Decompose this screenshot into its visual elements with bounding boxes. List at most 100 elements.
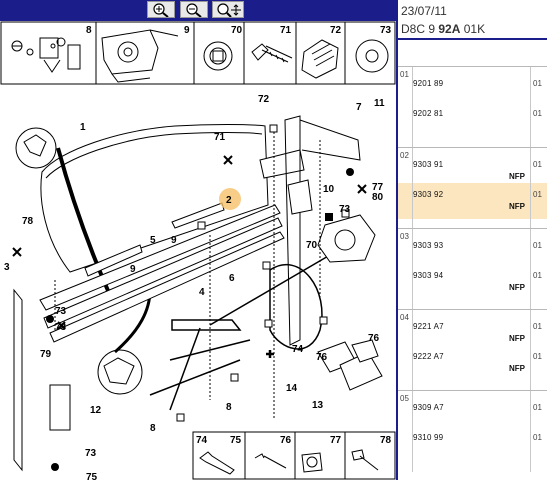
svg-text:77: 77 <box>330 435 342 446</box>
group-number: 01 <box>400 70 409 79</box>
callout-leaders <box>54 128 321 420</box>
part-70-thumbnail <box>203 41 233 71</box>
svg-text:76: 76 <box>368 333 380 344</box>
date-label: 23/07/11 <box>401 4 447 18</box>
svg-text:9: 9 <box>171 235 177 246</box>
zoom-out-button[interactable] <box>180 1 208 18</box>
svg-text:12: 12 <box>90 405 102 416</box>
top-parts-strip <box>0 21 396 85</box>
highlighted-row <box>398 183 547 219</box>
svg-text:8: 8 <box>150 423 156 434</box>
column-divider <box>530 391 531 472</box>
svg-text:11: 11 <box>374 98 385 109</box>
svg-text:77: 77 <box>372 182 384 193</box>
svg-text:73: 73 <box>380 25 392 36</box>
zoom-out-icon <box>186 3 202 18</box>
part-72-thumbnail <box>301 39 339 79</box>
group-number: 02 <box>400 151 409 160</box>
part-reference[interactable]: 9222 A7 <box>413 352 444 361</box>
svg-text:76: 76 <box>316 352 328 363</box>
zoom-pan-icon <box>217 3 241 18</box>
svg-text:71: 71 <box>214 132 226 143</box>
svg-text:8: 8 <box>86 25 92 36</box>
svg-text:2: 2 <box>226 195 232 206</box>
panel-separator <box>396 0 398 480</box>
zoom-pan-button[interactable] <box>212 1 244 18</box>
group-number: 03 <box>400 232 409 241</box>
door-frame <box>13 115 361 472</box>
svg-text:78: 78 <box>22 216 34 227</box>
column-divider <box>530 310 531 391</box>
window-glass <box>40 124 269 273</box>
svg-text:80: 80 <box>372 192 384 203</box>
part-quantity: 01 <box>533 403 542 412</box>
part-8-thumbnail <box>11 37 81 73</box>
svg-text:74: 74 <box>196 435 208 446</box>
svg-text:5: 5 <box>150 235 156 246</box>
svg-text:14: 14 <box>286 383 298 394</box>
window-regulator <box>149 254 331 411</box>
window-motor <box>287 179 376 263</box>
motor-connectors <box>317 339 383 391</box>
svg-text:9: 9 <box>184 25 190 36</box>
header-rule <box>398 38 547 40</box>
svg-text:10: 10 <box>323 184 335 195</box>
part-reference[interactable]: 9303 91 <box>413 160 444 169</box>
group-number: 04 <box>400 313 409 322</box>
svg-text:1: 1 <box>80 122 86 133</box>
svg-text:79: 79 <box>40 349 52 360</box>
nfp-badge: NFP <box>509 202 525 211</box>
svg-text:74: 74 <box>292 344 304 355</box>
window-rails <box>39 149 305 343</box>
svg-text:13: 13 <box>312 400 324 411</box>
part-quantity: 01 <box>533 322 542 331</box>
part-reference[interactable]: 9201 89 <box>413 79 444 88</box>
part-group: 05 9309 A7 01 9310 99 01 <box>398 390 547 472</box>
column-divider <box>412 391 413 472</box>
nfp-badge: NFP <box>509 283 525 292</box>
part-quantity: 01 <box>533 160 542 169</box>
svg-text:78: 78 <box>380 435 392 446</box>
svg-text:8: 8 <box>226 402 232 413</box>
svg-text:70: 70 <box>231 25 243 36</box>
selected-callout-2 <box>219 188 241 210</box>
svg-text:4: 4 <box>199 287 205 298</box>
part-reference[interactable]: 9309 A7 <box>413 403 444 412</box>
zoom-in-button[interactable] <box>147 1 175 18</box>
part-quantity: 01 <box>533 433 542 442</box>
part-quantity: 01 <box>533 109 542 118</box>
part-reference[interactable]: 9303 93 <box>413 241 444 250</box>
svg-text:3: 3 <box>4 262 10 273</box>
column-divider <box>412 67 413 148</box>
part-73-thumbnail <box>355 39 389 73</box>
part-reference[interactable]: 9202 81 <box>413 109 444 118</box>
column-divider <box>530 67 531 148</box>
part-quantity: 01 <box>533 271 542 280</box>
group-number: 05 <box>400 394 409 403</box>
part-reference[interactable]: 9303 92 <box>413 190 444 199</box>
svg-text:73: 73 <box>85 448 97 459</box>
column-divider <box>412 148 413 229</box>
seal-detail-bottom <box>97 349 143 395</box>
svg-text:70: 70 <box>306 240 318 251</box>
svg-text:72: 72 <box>330 25 342 36</box>
nfp-badge: NFP <box>509 334 525 343</box>
svg-text:9: 9 <box>130 264 136 275</box>
part-reference[interactable]: 9221 A7 <box>413 322 444 331</box>
seal-detail-top <box>15 127 57 169</box>
svg-text:75: 75 <box>86 472 98 480</box>
zoom-in-icon <box>153 3 169 18</box>
part-reference[interactable]: 9303 94 <box>413 271 444 280</box>
svg-text:76: 76 <box>280 435 292 446</box>
part-reference[interactable]: 9310 99 <box>413 433 444 442</box>
column-divider <box>412 229 413 310</box>
svg-text:72: 72 <box>258 94 270 105</box>
